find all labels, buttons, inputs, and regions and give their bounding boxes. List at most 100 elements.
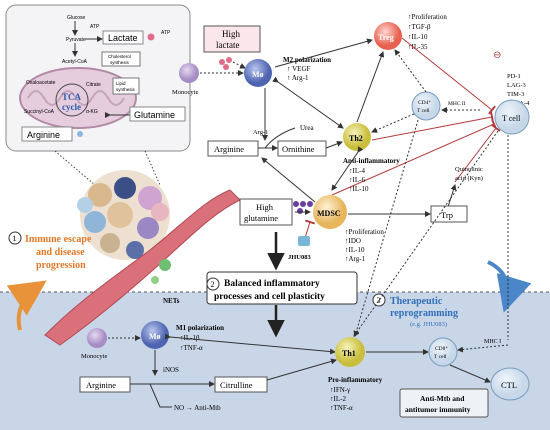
th2-il4: ↑IL-4 [349, 167, 365, 175]
treg-cell [374, 22, 402, 50]
inset-pointer-right [144, 150, 161, 186]
mitochondrial-cristae [27, 90, 125, 106]
lactate-box [102, 30, 144, 45]
step-2-marker [206, 277, 220, 291]
m1-tnfa: ↑TNF-α [180, 344, 203, 352]
acetyl-coa-label: Acetyl-CoA [62, 59, 88, 65]
arginine-inset-box [21, 126, 73, 142]
m2-arg1: ↑ Arg-1 [287, 74, 309, 82]
glutamine-dot-c [307, 201, 313, 207]
mdsc-cell [313, 195, 347, 229]
mhc1-arrow [457, 344, 509, 353]
treg-il10: ↑IL-10 [408, 33, 428, 41]
th2-label: Th2 [349, 134, 363, 143]
tumor-cluster [77, 170, 170, 260]
monocyte-top-label: Monocyte [172, 89, 198, 96]
lactate-dot [147, 33, 155, 41]
net-cell-small [151, 276, 159, 284]
lactate-label: Lactate [108, 33, 138, 43]
jhu-drug-icon [298, 236, 310, 246]
mdsc-proliferation: ↑Proliferation [345, 228, 384, 236]
mdsc-il10: ↑IL-10 [345, 246, 365, 254]
pyruvate-label: Pyruvate [66, 37, 86, 43]
glutamine-dot-d [297, 208, 303, 214]
mdsc-label: MDSC [317, 209, 341, 218]
no-branch [149, 383, 172, 408]
urea-branch [264, 127, 296, 149]
tca-label-2: cycle [62, 102, 81, 112]
balanced-label-2: processes and cell plasticity [214, 292, 325, 302]
cholesterol-label-2: synthesis [110, 60, 130, 65]
no-anti-mtb-label: NO → Anti-Mtb [174, 404, 221, 412]
cd4-tcell [411, 91, 441, 121]
treg-inhibits-tcell [401, 37, 496, 115]
therapeutic-arrow [487, 260, 532, 313]
ctl-label: CTL [501, 380, 517, 390]
macrophage-bottom-label: Mø [149, 332, 161, 341]
atp-label-1: ATP [90, 24, 100, 30]
cd8-tcell [428, 337, 458, 367]
mhc1-label: MHC I [484, 339, 501, 345]
treg-label: Treg [378, 33, 394, 42]
anti-mtb-label-2: antitumor immunity [405, 405, 471, 414]
lag3-label: LAG-3 [507, 82, 526, 89]
citrulline-box [214, 376, 268, 393]
balanced-box [206, 271, 358, 305]
tcell-to-th1-arrow [353, 130, 499, 337]
lactate-dot-b [226, 57, 232, 63]
th1-il2: ↑IL-2 [330, 395, 346, 403]
monocyte-bottom [87, 328, 107, 348]
high-lactate-box [203, 25, 261, 53]
monocyte-bottom-label: Monocyte [81, 353, 107, 360]
th2-mdsc-arrow [331, 146, 364, 191]
immune-escape-label-3: progression [36, 260, 86, 271]
therapeutic-label-1: Therapeutic [390, 296, 443, 307]
citrulline-to-th1-arrow [266, 358, 337, 381]
t-cell [494, 99, 530, 135]
step-2-number: 2 [211, 280, 215, 289]
citrulline-label: Citrulline [220, 380, 253, 390]
immune-escape-label-1: Immune escape [25, 234, 92, 245]
macrophage-top-label: Mø [252, 70, 264, 79]
inhibition-symbol: ⊖ [493, 50, 501, 61]
th2-il6: ↑IL-6 [349, 176, 365, 184]
cholesterol-box [101, 51, 141, 67]
trp-label: Trp [441, 210, 453, 220]
therapeutic-label-3: (e.g. JHU083) [410, 321, 447, 328]
anti-mtb-label-1: Anti-Mtb and [420, 394, 465, 403]
m2-vegf: ↑ VEGF [287, 65, 311, 73]
quinolinic-label-2: acid (Kyn) [455, 175, 483, 182]
cholesterol-label-1: Cholesterol [108, 54, 131, 59]
arginine-inset-label: Arginine [27, 130, 60, 140]
glucose-label: Glucose [67, 15, 86, 21]
ornithine-to-th2-arrow [325, 140, 343, 149]
th2-il10: ↑IL-10 [349, 185, 369, 193]
step-1-number: 1 [13, 234, 17, 243]
tca-cycle-ring [55, 83, 89, 117]
m2-to-treg-arrow [274, 38, 373, 68]
mhc2-label: MHC II [448, 101, 466, 107]
succinyl-coa-label: Succinyl-CoA [24, 109, 55, 115]
immune-escape-arrow [6, 280, 47, 331]
ctl-cell [490, 367, 530, 401]
high-lactate-label-1: High [222, 29, 241, 39]
ornithine-label: Ornithine [282, 144, 315, 154]
jhu-inhibition [304, 219, 316, 239]
cd4-label-2: T cell [417, 108, 430, 114]
lactate-dot-a [219, 59, 225, 65]
urea-label: Urea [300, 124, 314, 132]
th2-inhibits-tcell [371, 111, 494, 141]
quinolinic-label-1: Quinolinic [455, 166, 483, 173]
arginine-dot [77, 131, 83, 137]
high-glutamine-box [239, 198, 293, 226]
th2-cell [343, 123, 371, 151]
pd1-label: PD-1 [507, 73, 521, 80]
tca-label-1: TCA [62, 92, 82, 102]
th1-label: Th1 [342, 349, 356, 358]
cd8-label-2: T cell [434, 354, 447, 360]
arginine-bottom-label: Arginine [86, 380, 116, 390]
cd8-label-1: CD8⁺ [435, 345, 448, 352]
cd4-to-treg-arrow [394, 49, 427, 93]
